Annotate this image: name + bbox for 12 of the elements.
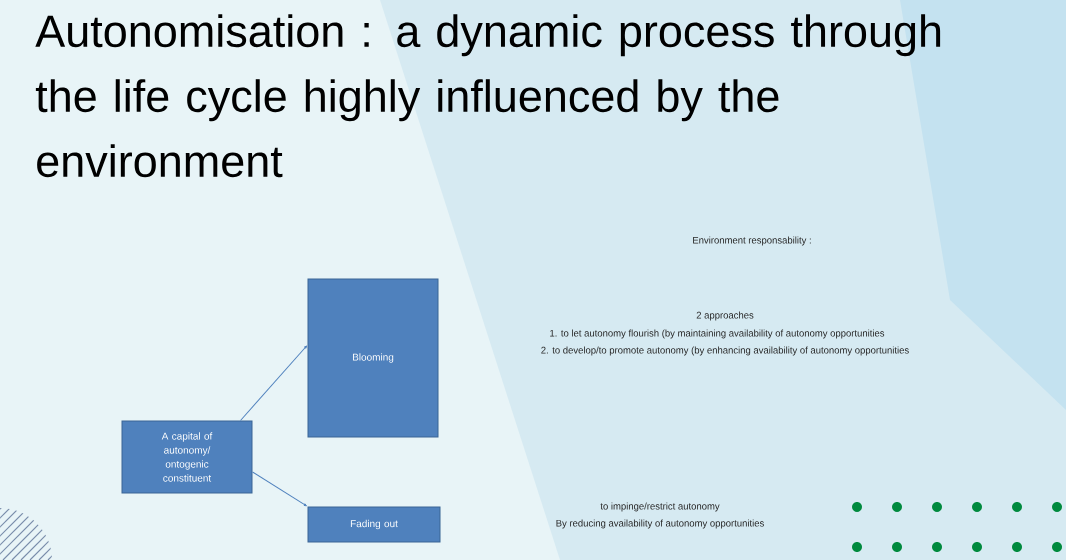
process-box: Blooming	[307, 278, 439, 438]
note-text: 2 approaches	[696, 311, 754, 321]
note-text: 2. to develop/to promote autonomy (by enhancing availability of autonomy opportunities	[541, 346, 909, 356]
arrow	[252, 471, 307, 507]
note-text: 1. to let autonomy flourish (by maintaining availability of autonomy opportunities	[550, 329, 885, 339]
process-box: Fading out	[307, 506, 441, 543]
note-text: Environment responsability :	[693, 236, 811, 246]
note-text: to impinge/restrict autonomy	[600, 502, 720, 512]
process-box: A capital of autonomy/ ontogenic constituent	[121, 420, 253, 494]
title: Autonomisation : a dynamic process through the life cycle highly influenced by the environment	[35, 14, 941, 178]
note-text: By reducing availability of autonomy opportunities	[556, 519, 764, 529]
arrow	[240, 345, 308, 421]
